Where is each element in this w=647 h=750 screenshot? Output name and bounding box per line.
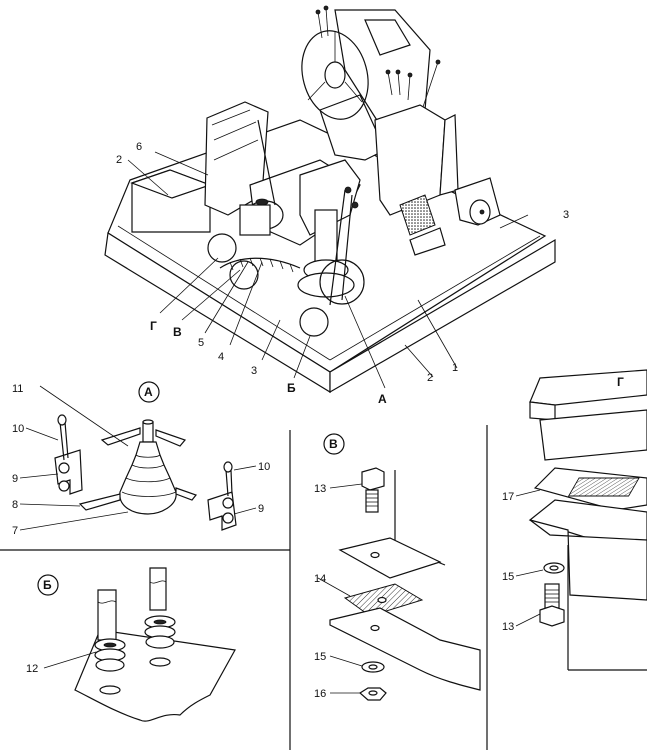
rubber-seal-right bbox=[144, 615, 176, 667]
label-12: 12 bbox=[26, 663, 38, 675]
detail-circle-b bbox=[299, 307, 329, 337]
nut bbox=[358, 687, 387, 701]
detail-v-title: В bbox=[329, 437, 338, 451]
detail-a-badge bbox=[138, 381, 160, 403]
steering-console bbox=[319, 94, 386, 161]
label-letter-v: В bbox=[173, 325, 182, 339]
rubber-boot bbox=[119, 441, 177, 515]
label-7: 7 bbox=[12, 525, 18, 537]
boot-plate bbox=[100, 427, 141, 446]
label-3-right: 3 bbox=[563, 209, 569, 221]
label-9-right: 9 bbox=[258, 503, 264, 515]
brake-pedal bbox=[399, 194, 436, 236]
label-2-bottom: 2 bbox=[427, 372, 433, 384]
detail-circle-a bbox=[319, 259, 365, 305]
label-13-v: 13 bbox=[314, 483, 326, 495]
detail-b bbox=[37, 567, 236, 722]
label-13-g: 13 bbox=[502, 621, 514, 633]
detail-leaders bbox=[329, 483, 544, 694]
detail-g-title: Г bbox=[617, 375, 624, 389]
steering-wheel bbox=[301, 30, 369, 120]
label-3-bottom: 3 bbox=[251, 365, 257, 377]
label-9-left: 9 bbox=[12, 473, 18, 485]
label-letter-g: Г bbox=[150, 319, 157, 333]
label-11: 11 bbox=[12, 383, 23, 395]
detail-a-title: А bbox=[144, 385, 153, 399]
detail-b-badge bbox=[37, 574, 59, 596]
label-10-right: 10 bbox=[258, 461, 270, 473]
frame-beam bbox=[529, 369, 647, 406]
label-6: 6 bbox=[136, 141, 142, 153]
label-10-left: 10 bbox=[12, 423, 24, 435]
label-4: 4 bbox=[218, 351, 224, 363]
bolt bbox=[361, 467, 385, 513]
cab-platform-side bbox=[329, 238, 556, 394]
labels: 6 2 3 1 2 А Б 3 4 5 В Г А 11 10 9 8 7 10… bbox=[12, 141, 624, 700]
detail-v-badge bbox=[323, 433, 345, 455]
label-1: 1 bbox=[452, 362, 458, 374]
leader-lines bbox=[127, 151, 529, 389]
label-17: 17 bbox=[502, 491, 514, 503]
rubber-seal-left bbox=[94, 638, 126, 695]
label-2-left: 2 bbox=[116, 154, 122, 166]
detail-v bbox=[317, 433, 481, 701]
detail-a bbox=[19, 381, 257, 531]
corrugated-hose bbox=[219, 257, 301, 269]
detail-b-title: Б bbox=[43, 578, 52, 592]
label-15-v: 15 bbox=[314, 651, 326, 663]
label-14: 14 bbox=[314, 573, 326, 585]
detail-circle-v bbox=[229, 260, 259, 290]
label-letter-a: А bbox=[378, 392, 387, 406]
label-letter-b: Б bbox=[287, 381, 296, 395]
label-16: 16 bbox=[314, 688, 326, 700]
bolt-g bbox=[539, 583, 565, 627]
detail-g bbox=[528, 369, 647, 671]
label-5: 5 bbox=[198, 337, 204, 349]
mount-plate bbox=[338, 537, 442, 579]
label-15-g: 15 bbox=[502, 571, 514, 583]
detail-circle-g bbox=[207, 233, 237, 263]
main-cab-view bbox=[104, 5, 556, 394]
label-8: 8 bbox=[12, 499, 18, 511]
